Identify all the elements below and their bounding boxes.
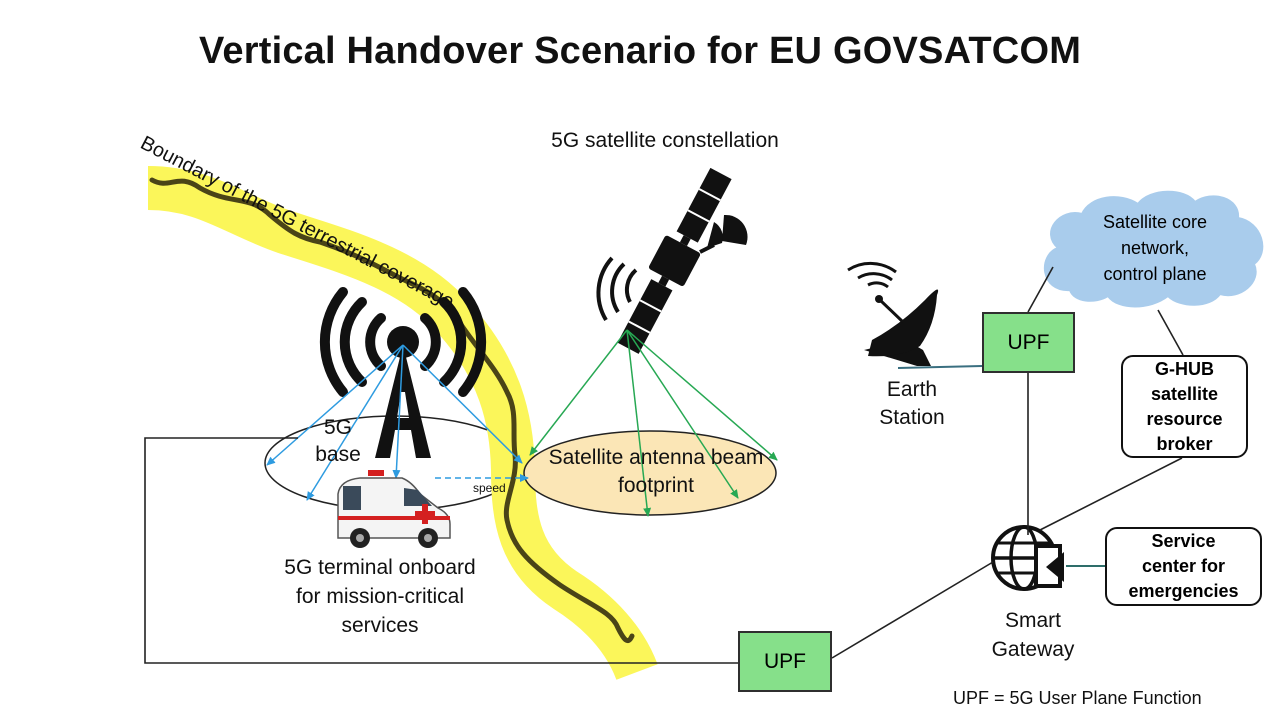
earth-station-label-line2: Station	[879, 406, 945, 429]
base-station-label-line1: 5G	[323, 416, 352, 439]
earth-station-label: Earth Station	[860, 376, 964, 432]
smart-gateway-label: Smart Gateway	[973, 606, 1093, 664]
upf-box-bottom: UPF	[738, 631, 832, 692]
satellite-beams	[529, 329, 778, 517]
terminal-label-line2: for mission-critical	[295, 585, 465, 608]
service-center-label-line2: center for	[1141, 556, 1225, 576]
terminal-label: 5G terminal onboard for mission-critical…	[250, 553, 510, 640]
upf-footnote: UPF = 5G User Plane Function	[953, 688, 1202, 708]
base-station-label-line2: base	[315, 443, 361, 466]
terrestrial-beams	[266, 344, 523, 501]
g-hub-label-line3: resource	[1146, 408, 1223, 429]
terminal-label-line1: 5G terminal onboard	[284, 556, 476, 579]
smart-gateway-label-line1: Smart	[1004, 609, 1061, 632]
cloud-icon	[1043, 190, 1264, 308]
service-center-box: Service center for emergencies	[1105, 527, 1262, 606]
satellite-dish-icon	[847, 261, 939, 366]
g-hub-label-line4: broker	[1156, 433, 1213, 454]
base-station-label: 5G base	[308, 414, 368, 468]
smart-gateway-icon	[991, 525, 1064, 591]
beam-footprint-label-line2: footprint	[618, 474, 694, 497]
terminal-label-line3: services	[341, 614, 419, 637]
earth-station-label-line1: Earth	[886, 378, 938, 401]
speed-label: speed	[473, 481, 506, 495]
g-hub-label-line2: satellite	[1150, 383, 1219, 404]
beam-footprint-label-line1: Satellite antenna beam	[548, 446, 764, 469]
satellite-icon	[596, 167, 748, 354]
core-network-label: Satellite core network, control plane	[1070, 209, 1240, 287]
page-title: Vertical Handover Scenario for EU GOVSAT…	[198, 30, 1082, 72]
smart-gateway-label-line2: Gateway	[991, 638, 1075, 661]
network-links	[144, 266, 1184, 664]
cell-tower-icon	[319, 287, 487, 458]
beam-footprint-label: Satellite antenna beam footprint	[526, 444, 786, 500]
constellation-label: 5G satellite constellation	[551, 129, 779, 152]
ambulance-icon	[337, 470, 451, 548]
dish-to-upf-link	[897, 365, 983, 369]
g-hub-label-line1: G-HUB	[1154, 358, 1214, 379]
service-center-label-line3: emergencies	[1128, 581, 1239, 601]
core-network-label-line2: network,	[1120, 238, 1190, 258]
core-network-label-line3: control plane	[1103, 264, 1207, 284]
upf-box-top: UPF	[982, 312, 1075, 373]
core-network-label-line1: Satellite core	[1102, 212, 1208, 232]
g-hub-box: G-HUB satellite resource broker	[1121, 355, 1248, 458]
service-center-label-line1: Service	[1151, 531, 1216, 551]
